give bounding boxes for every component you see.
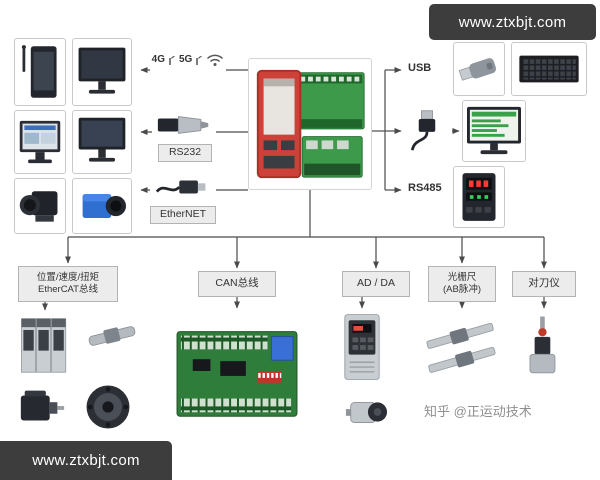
servo-motor-icon [20,390,65,421]
watermark-bottom-text: www.ztxbjt.com [32,452,140,469]
5g-label: 5G [179,54,193,65]
hmi-icon [19,120,61,164]
rs232-connector-image [152,108,216,142]
serial-connector-icon [157,116,209,134]
usb-label: USB [406,62,434,74]
linear-module-image [84,318,140,354]
antenna-icon [169,55,175,65]
rs232-text: RS232 [168,146,202,159]
can-text: CAN总线 [215,277,259,290]
antenna-icon [196,55,202,65]
ethercat-line2: EtherCAT总线 [37,284,98,295]
scale-line2: (AB脉冲) [442,284,481,295]
smartphone-icon [21,45,57,98]
bus-can-label: CAN总线 [198,271,276,297]
ethernet-text: EtherNET [159,208,207,221]
tool-setter-icon [529,316,556,374]
monitor-image [72,38,132,106]
linear-module-icon [88,326,136,346]
adda-text: AD / DA [357,277,395,290]
linear-scales-icon [426,322,496,373]
keyboard-icon [519,55,579,83]
monitor-icon [78,47,126,94]
smartphone-image [14,38,66,106]
industrial-camera-blue-image [72,178,132,234]
keyboard-image [511,42,587,96]
bus-tool-label: 对刀仪 [512,271,576,297]
rs485-text: RS485 [408,182,442,194]
flange-motor-image [76,380,140,434]
hmi-touch-panel-image [14,110,66,174]
monitor-icon [78,117,126,162]
ethernet-label: EtherNET [150,206,216,224]
rs232-label: RS232 [158,144,212,162]
watermark-bottom-left: www.ztxbjt.com [0,441,172,480]
linear-scales-image [418,310,504,382]
can-io-board-icon [176,331,298,417]
credit-text: 知乎 @正运动技术 [424,401,594,420]
rs485-label: RS485 [406,182,444,194]
ethercat-line1: 位置/速度/扭矩 [36,271,100,283]
servo-drives-icon [21,318,67,373]
camera-blue-icon [82,194,126,218]
motion-controller-image [248,58,372,190]
usb-cable-icon [410,110,436,151]
credit-label: 知乎 @正运动技术 [424,404,532,419]
monitor-image [72,110,132,174]
ethernet-connector-image [150,170,216,204]
tool-setter-image [514,310,570,384]
usb-flash-drive-image [453,42,505,96]
pc-monitor-image [462,100,526,162]
temperature-controller-icon [462,173,496,221]
inverter-icon [344,314,380,380]
flange-motor-icon [86,385,130,429]
usb-text: USB [408,62,432,74]
4g-label: 4G [151,54,165,65]
watermark-top-right: www.ztxbjt.com [429,4,596,40]
tool-text: 对刀仪 [528,277,560,290]
usb-cable-image [403,104,451,156]
servo-drive-stack-image [14,312,76,378]
dc-motor-image [340,388,392,436]
wireless-link: 4G 5G [150,47,226,72]
camera-icon [19,191,58,222]
industrial-camera-image [14,178,66,234]
watermark-top-text: www.ztxbjt.com [458,13,567,31]
bus-adda-label: AD / DA [342,271,410,297]
pc-monitor-icon [467,106,521,155]
usb-drive-icon [458,58,497,81]
bus-scale-label: 光栅尺 (AB脉冲) [428,266,496,302]
inverter-image [338,310,386,384]
wifi-icon [207,54,224,66]
dc-motor-icon [345,401,388,424]
rj45-connector-icon [155,180,206,194]
temperature-controller-image [453,166,505,228]
bus-ethercat-label: 位置/速度/扭矩 EtherCAT总线 [18,266,118,302]
can-io-board-image [172,310,302,432]
motion-controller-icon [256,69,365,179]
scale-line1: 光栅尺 [447,271,477,283]
servo-motor-image [14,380,70,434]
